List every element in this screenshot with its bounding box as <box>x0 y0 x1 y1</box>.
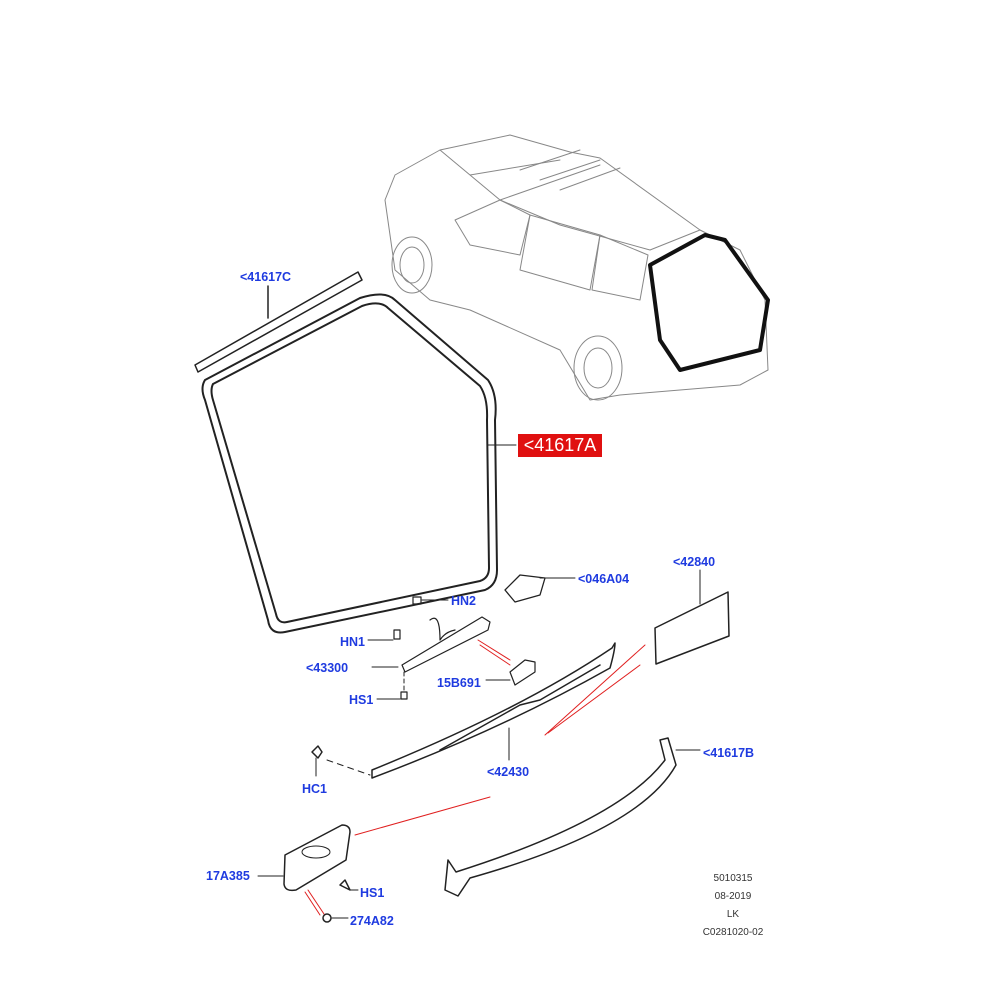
callout-43300[interactable]: <43300 <box>306 661 349 675</box>
footer-region: LK <box>726 909 740 920</box>
switch-part <box>504 574 576 603</box>
vehicle-illustration <box>384 134 769 401</box>
callout-42840[interactable]: <42840 <box>673 555 716 569</box>
callout-274a82[interactable]: 274A82 <box>350 914 394 928</box>
callout-17a385[interactable]: 17A385 <box>206 869 250 883</box>
footer-code: 5010315 <box>713 873 753 884</box>
license-lamp-part <box>257 824 359 923</box>
footer-date: 08-2019 <box>714 891 752 902</box>
weatherstrip-upper <box>194 271 363 373</box>
finisher-part <box>311 642 616 779</box>
callout-41617b[interactable]: <41617B <box>703 746 755 760</box>
camera-bracket-part <box>367 596 536 700</box>
callout-hn1[interactable]: HN1 <box>340 635 366 649</box>
panel-part <box>654 569 730 665</box>
weatherstrip-main <box>201 293 517 634</box>
callout-41617c[interactable]: <41617C <box>240 270 292 284</box>
vehicle-tailgate-seal <box>648 233 770 372</box>
red-leader-lines <box>304 639 646 916</box>
callout-42430[interactable]: <42430 <box>487 765 530 779</box>
footer-illustration-id: C0281020-02 <box>702 927 764 938</box>
callout-41617a-highlighted[interactable]: <41617A <box>518 434 602 457</box>
callout-hc1[interactable]: HC1 <box>302 782 328 796</box>
callout-hn2[interactable]: HN2 <box>451 594 477 608</box>
callout-15b691[interactable]: 15B691 <box>437 676 481 690</box>
callout-hs1-upper[interactable]: HS1 <box>349 693 374 707</box>
weatherstrip-lower <box>444 737 701 897</box>
callout-046a04[interactable]: <046A04 <box>578 572 630 586</box>
callout-hs1-lower[interactable]: HS1 <box>360 886 385 900</box>
